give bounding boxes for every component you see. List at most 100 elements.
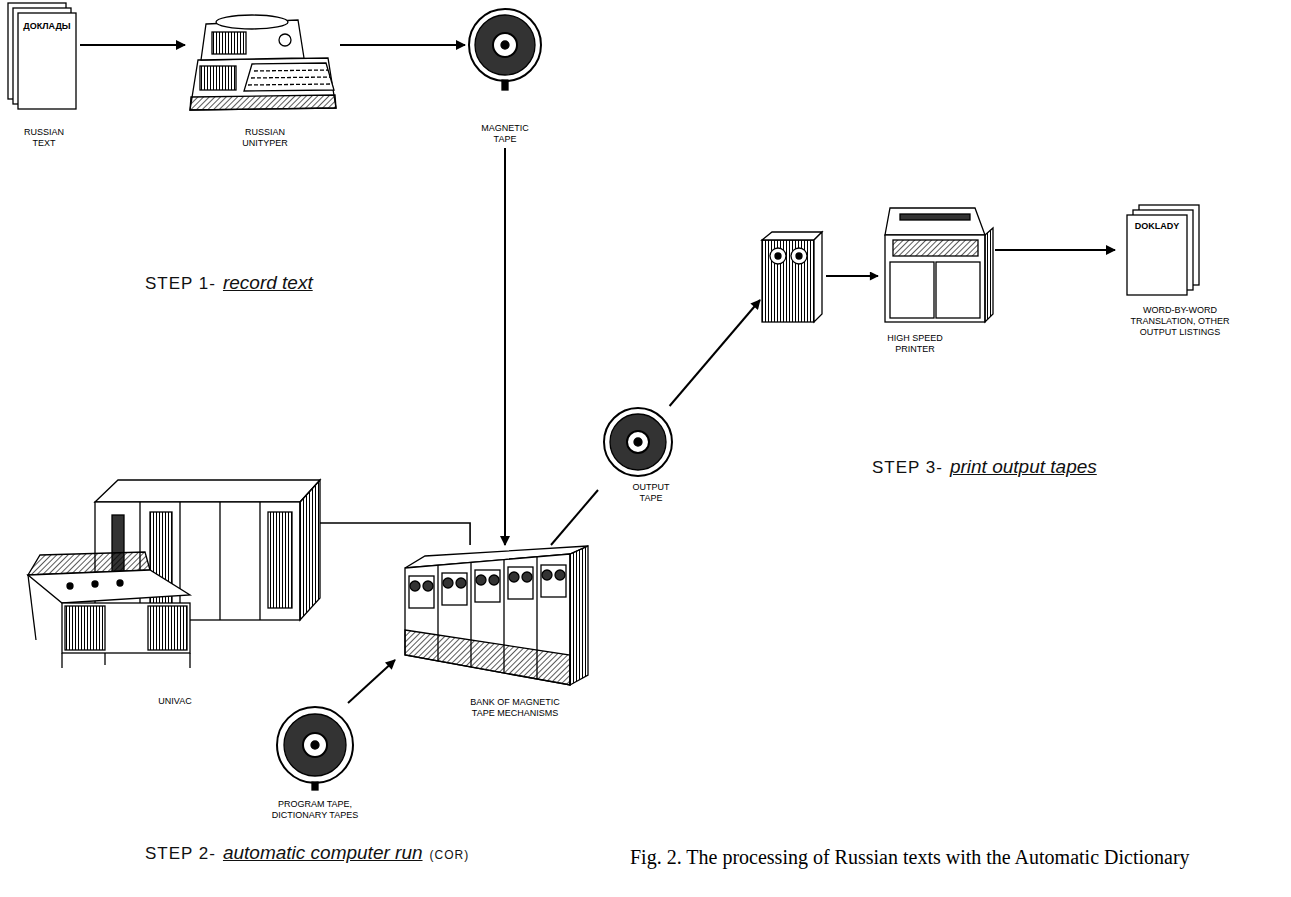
step-heading: STEP 1- record text <box>145 272 313 294</box>
figure-item: MAGNETIC TAPE <box>465 5 545 148</box>
console-body <box>62 603 190 653</box>
reel-axle <box>311 741 319 749</box>
tape-wind <box>610 414 666 470</box>
printer-door <box>890 262 934 318</box>
item-label: HIGH SPEED PRINTER <box>880 333 950 355</box>
printer-door <box>936 262 980 318</box>
item-label: RUSSIAN TEXT <box>19 127 69 149</box>
step-heading: STEP 2-automatic computer run(COR) <box>145 842 469 864</box>
cabinet-top <box>95 480 320 502</box>
item-label: BANK OF MAGNETIC TAPE MECHANISMS <box>460 697 570 719</box>
tape-unit-top <box>762 232 822 240</box>
item-label: RUSSIAN UNITYPER <box>235 127 295 149</box>
feed-arrow <box>826 275 878 277</box>
unit-reel <box>423 581 433 591</box>
bank-side <box>570 546 588 685</box>
keyboard <box>244 63 334 91</box>
step-description: record text <box>223 272 313 294</box>
console-leg <box>189 653 190 668</box>
reel-hub <box>493 33 517 57</box>
item-label: PROGRAM TAPE, DICTIONARY TAPES <box>263 799 367 821</box>
reel-hub <box>627 431 649 453</box>
figure-item: PROGRAM TAPE, DICTIONARY TAPES <box>260 703 370 824</box>
figure-caption: Fig. 2. The processing of Russian texts … <box>630 846 1190 869</box>
cable-line <box>320 523 470 545</box>
printer-cover <box>885 208 985 235</box>
connectors <box>80 45 1115 703</box>
unit-reel <box>770 248 786 264</box>
console-knob <box>92 581 98 587</box>
console-leg <box>104 653 105 665</box>
unit-divider <box>536 557 537 679</box>
flow-arrow <box>340 44 465 46</box>
step-number: STEP 1- <box>145 274 216 294</box>
console-knob <box>67 583 73 589</box>
flow-arrow <box>995 249 1115 251</box>
unit-reel <box>509 572 519 582</box>
unit-reel <box>489 575 499 585</box>
figure-item: DOKLADY WORD-BY-WORD TRANSLATION, OTHER O… <box>1115 205 1245 341</box>
unit-reel <box>476 575 486 585</box>
console-knob <box>117 580 123 586</box>
flow-arrow <box>348 660 395 703</box>
tape-unit-front <box>762 240 814 322</box>
step-description: automatic computer run <box>223 842 423 864</box>
flow-arrow <box>80 44 185 46</box>
unit-reel <box>456 578 466 588</box>
item-label: UNIVAC <box>130 696 220 707</box>
drawing <box>8 3 1199 790</box>
figure-item: RUSSIAN UNITYPER <box>185 5 340 152</box>
tape-end <box>502 80 508 90</box>
step-number: STEP 3- <box>872 458 943 478</box>
figure-item: BANK OF MAGNETIC TAPE MECHANISMS <box>395 545 590 722</box>
panel-seam <box>179 502 180 620</box>
unit-reel <box>791 248 807 264</box>
unityper-base <box>190 95 336 110</box>
tape-window <box>409 576 434 608</box>
cover-title: DOKLADY <box>1129 221 1185 232</box>
tape-unit-side <box>814 232 822 322</box>
step-number: (COR) <box>430 848 470 862</box>
console-drawer <box>65 606 105 650</box>
step-heading: STEP 3-print output tapes <box>872 456 1097 478</box>
printer-body <box>885 235 985 322</box>
unityper-panel <box>200 66 236 90</box>
tape-window <box>508 567 533 599</box>
item-label: OUTPUT TAPE <box>626 482 676 504</box>
item-label: WORD-BY-WORD TRANSLATION, OTHER OUTPUT L… <box>1115 305 1245 338</box>
flow-arrow <box>670 300 760 406</box>
flow-arrow <box>504 148 506 545</box>
reel-axle <box>501 41 509 49</box>
key-row <box>254 70 328 71</box>
unit-divider <box>470 562 471 667</box>
bank-front <box>405 554 570 685</box>
tape-wind <box>475 15 535 75</box>
tape-wind <box>284 714 346 776</box>
panel-seam <box>219 502 220 620</box>
console-drawer <box>148 606 187 650</box>
console-desk <box>28 570 190 603</box>
unit-reel <box>522 572 532 582</box>
reel-hub <box>303 733 327 757</box>
unityper-body <box>190 58 336 110</box>
tape-window <box>475 570 500 602</box>
printer-side <box>985 228 993 322</box>
panel-seam <box>259 502 260 620</box>
tape-reel <box>469 9 541 81</box>
cover-title: ДОКЛАДЫ <box>18 21 76 32</box>
unityper-knob <box>279 34 291 46</box>
key-row <box>251 77 330 78</box>
unityper-panel <box>212 32 246 54</box>
unit-divider <box>503 560 504 673</box>
figure-item: OUTPUT TAPE <box>598 406 678 507</box>
figure-item: ДОКЛАДЫ RUSSIAN TEXT <box>8 5 80 152</box>
tape-end <box>312 782 318 790</box>
unit-reel <box>555 570 565 580</box>
tape-reel <box>277 707 353 783</box>
unit-reel <box>542 570 552 580</box>
figure-item: HIGH SPEED PRINTER <box>760 205 995 358</box>
printer-window <box>893 240 978 256</box>
